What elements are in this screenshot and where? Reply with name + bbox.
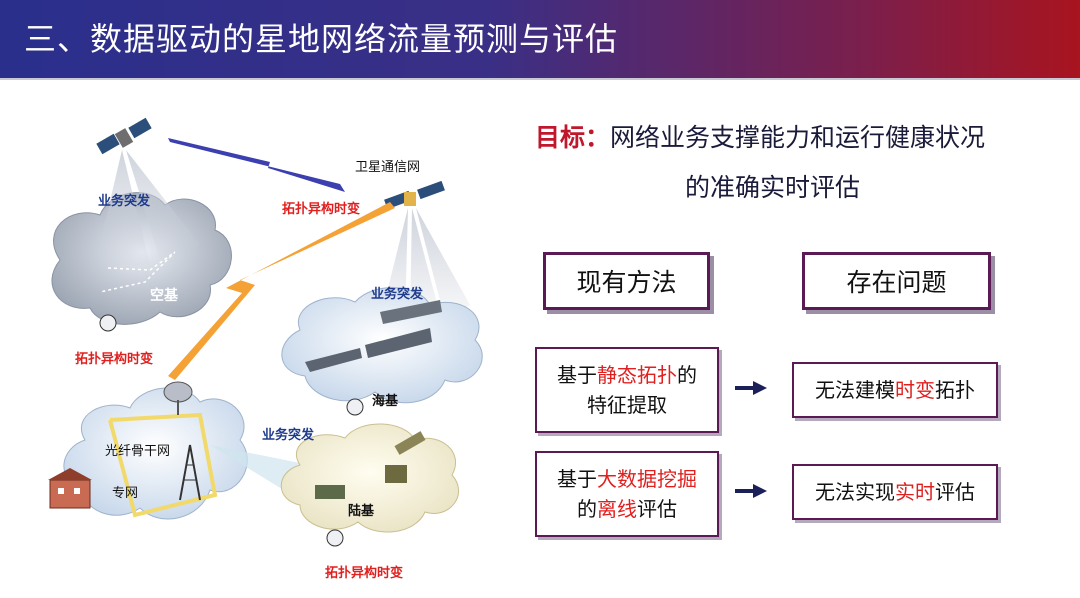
method-box-2: 基于大数据挖掘 的离线评估 <box>535 451 719 537</box>
goal-line-2: 的准确实时评估 <box>685 168 860 204</box>
burst-label-land: 业务突发 <box>262 424 314 443</box>
air-base-label: 空基 <box>150 285 178 305</box>
method-2-text-l2c: 评估 <box>637 497 677 521</box>
problem-box-2: 无法实现实时评估 <box>792 464 998 520</box>
method-2-highlight-2: 离线 <box>597 497 637 521</box>
goal-text-1: 网络业务支撑能力和运行健康状况 <box>610 123 985 152</box>
method-1-text-line2: 特征提取 <box>587 393 667 417</box>
method-1-highlight: 静态拓扑 <box>597 363 677 387</box>
goal-prefix: 目标： <box>535 123 610 152</box>
page-title: 三、数据驱动的星地网络流量预测与评估 <box>24 14 618 60</box>
problem-2-text-a: 无法实现 <box>815 480 895 504</box>
method-2-text-a: 基于 <box>557 467 597 491</box>
problem-box-1: 无法建模时变拓扑 <box>792 362 998 418</box>
method-2-text-l2a: 的 <box>577 497 597 521</box>
sea-base-cloud <box>282 288 482 403</box>
problem-2-text-c: 评估 <box>935 480 975 504</box>
goal-line-1: 目标：网络业务支撑能力和运行健康状况 <box>535 118 985 154</box>
existing-methods-header: 现有方法 <box>543 252 710 310</box>
method-1-text-a: 基于 <box>557 363 597 387</box>
method-2-highlight: 大数据挖掘 <box>597 467 697 491</box>
burst-label-sea: 业务突发 <box>371 283 423 302</box>
satellite-network-label: 卫星通信网 <box>355 156 420 175</box>
burst-label-air: 业务突发 <box>98 190 150 209</box>
land-base-label: 陆基 <box>348 500 374 519</box>
topology-label-left: 拓扑异构时变 <box>75 348 153 367</box>
topology-label-top: 拓扑异构时变 <box>282 198 360 217</box>
arrow-right-icon <box>735 484 767 498</box>
relay-satellite-icon <box>384 181 445 209</box>
title-banner: 三、数据驱动的星地网络流量预测与评估 <box>0 0 1080 78</box>
satellite-icon <box>96 118 151 154</box>
sea-base-label: 海基 <box>372 390 398 409</box>
private-network-label: 专网 <box>112 482 138 501</box>
problem-1-text-a: 无法建模 <box>815 378 895 402</box>
fiber-backbone-label: 光纤骨干网 <box>105 440 170 459</box>
network-illustration <box>0 80 520 598</box>
problem-1-text-c: 拓扑 <box>935 378 975 402</box>
topology-label-bottom: 拓扑异构时变 <box>325 562 403 581</box>
existing-problems-header: 存在问题 <box>802 252 991 310</box>
space-ground-network-diagram: 卫星通信网 业务突发 拓扑异构时变 业务突发 空基 拓扑异构时变 海基 业务突发… <box>0 80 520 598</box>
method-box-1: 基于静态拓扑的 特征提取 <box>535 347 719 433</box>
problem-2-highlight: 实时 <box>895 480 935 504</box>
method-1-text-c: 的 <box>677 363 697 387</box>
problem-1-highlight: 时变 <box>895 378 935 402</box>
arrow-right-icon <box>735 381 767 395</box>
